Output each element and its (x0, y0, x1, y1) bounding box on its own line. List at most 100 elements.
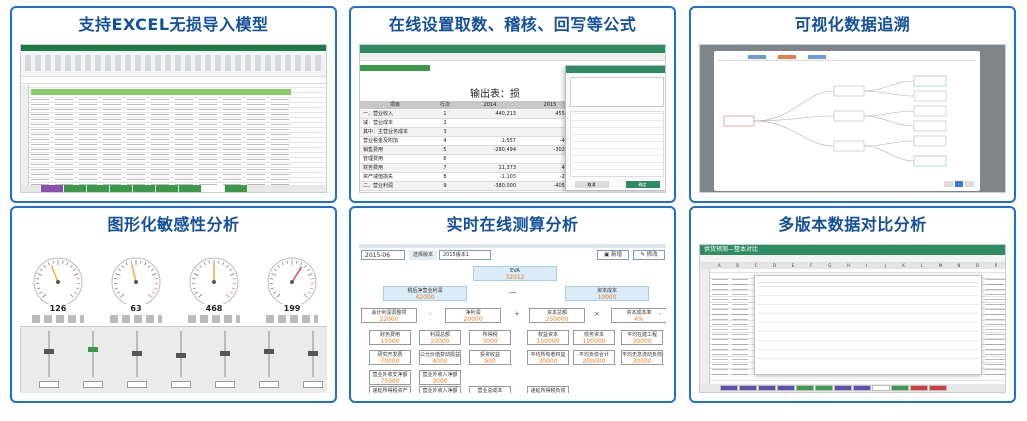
slider-input[interactable] (215, 381, 235, 388)
slider-handle[interactable] (220, 351, 230, 356)
trace-dialog[interactable] (714, 51, 980, 191)
confirm-button[interactable]: 确定 (625, 181, 660, 188)
app-nav-bar[interactable] (360, 45, 665, 53)
card-title: 可视化数据追溯 (794, 15, 911, 34)
slider[interactable] (127, 331, 147, 391)
edit-button[interactable]: ✎ 修改 (633, 250, 665, 260)
eva-node-label: 债务资本 (583, 332, 604, 338)
slider[interactable] (215, 331, 235, 391)
trace-pagination[interactable] (944, 181, 975, 187)
version-tab[interactable] (872, 385, 890, 391)
date-picker[interactable]: 2015-06 (361, 250, 405, 260)
active-sheet-tab[interactable] (360, 65, 430, 71)
slider[interactable] (259, 331, 279, 391)
version-tab[interactable] (853, 385, 871, 391)
slider-handle[interactable] (44, 349, 54, 354)
slider-handle[interactable] (308, 351, 318, 356)
version-tab[interactable] (929, 385, 947, 391)
trace-graph[interactable] (714, 61, 980, 179)
eva-node-label: 营业总成本 (477, 388, 503, 393)
slider[interactable] (303, 331, 323, 391)
compare-toolbar[interactable] (700, 255, 1005, 263)
slider[interactable] (171, 331, 191, 391)
slider-handle[interactable] (176, 353, 186, 358)
eva-node-label: 平均所有者权益 (530, 352, 566, 358)
version-tab[interactable] (739, 385, 757, 391)
slider-input[interactable] (127, 381, 147, 388)
version-tab[interactable] (910, 385, 928, 391)
eva-node[interactable]: 递延所得税负债1000 (527, 386, 569, 393)
cancel-button[interactable]: 取消 (574, 181, 609, 188)
sheet-tabs[interactable] (21, 185, 326, 192)
version-tab[interactable] (796, 385, 814, 391)
eva-node-value: 22000 (379, 316, 399, 323)
version-tab[interactable] (815, 385, 833, 391)
slider-input[interactable] (171, 381, 191, 388)
version-tab[interactable] (758, 385, 776, 391)
formula-params[interactable] (570, 111, 664, 177)
version-tab[interactable] (834, 385, 852, 391)
table-cell: -280,494 (493, 147, 516, 153)
version-select[interactable]: 2015版本1 (439, 250, 491, 260)
slider[interactable] (39, 331, 59, 391)
formula-panel[interactable]: 取消 确定 (565, 65, 665, 191)
sheet-grid[interactable] (21, 85, 326, 192)
add-button[interactable]: ▣ 新增 (597, 250, 629, 260)
excel-ribbon[interactable] (21, 51, 326, 77)
slider-handle[interactable] (264, 349, 274, 354)
slider-input[interactable] (303, 381, 323, 388)
version-tabs[interactable] (700, 384, 1005, 392)
version-label: 选择版本 (409, 250, 437, 260)
slider-handle[interactable] (88, 347, 98, 352)
toolbar[interactable] (360, 53, 665, 61)
slider-handle[interactable] (132, 351, 142, 356)
formula-bar[interactable] (21, 78, 326, 84)
eva-node[interactable]: 递延所得税资产1000 (369, 386, 411, 393)
slider[interactable] (83, 331, 103, 391)
eva-node[interactable]: 营业总成本150000 (469, 386, 511, 393)
compare-popup[interactable] (754, 275, 982, 375)
eva-node-label: 所得税 (482, 332, 498, 338)
compare-grid[interactable] (700, 269, 1005, 387)
eva-node[interactable]: 营业外收入净额2000 (419, 386, 461, 393)
slider-input[interactable] (259, 381, 279, 388)
version-tab[interactable] (777, 385, 795, 391)
version-tab[interactable] (720, 385, 738, 391)
slider-input[interactable] (39, 381, 59, 388)
edit-icon: ✎ (640, 252, 647, 258)
version-tab[interactable] (891, 385, 909, 391)
slider-input[interactable] (83, 381, 103, 388)
eva-node-label: 平均在建工程 (626, 332, 657, 338)
formula-editor[interactable] (570, 77, 664, 107)
